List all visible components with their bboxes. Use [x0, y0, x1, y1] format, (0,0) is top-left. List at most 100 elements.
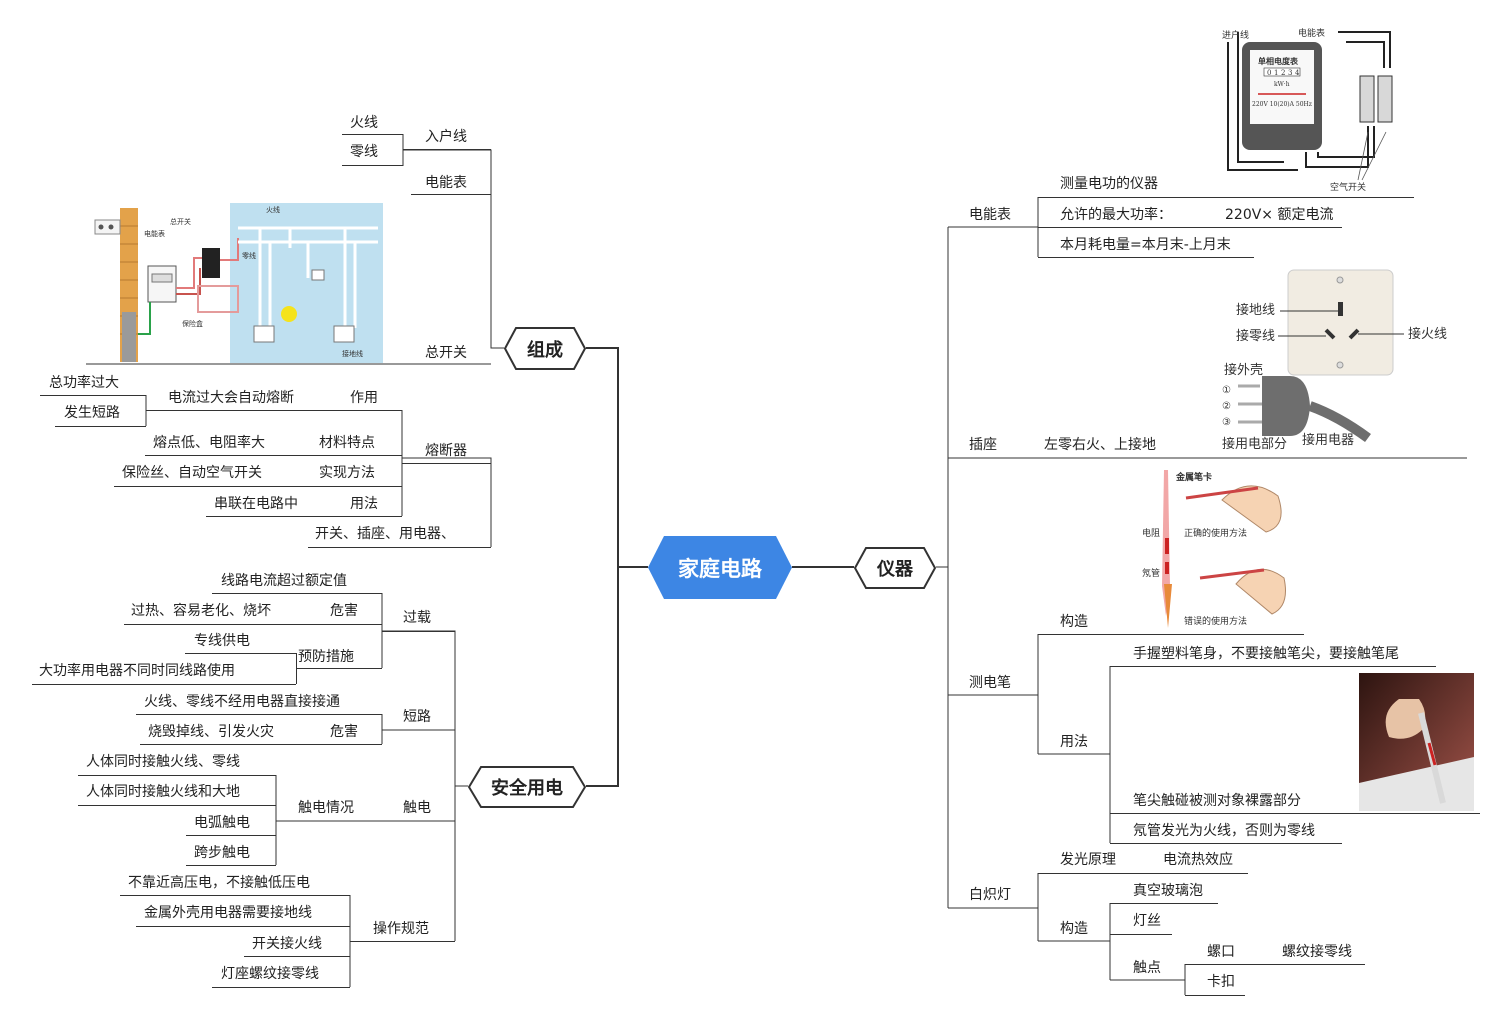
node-bcd-kakou[interactable]: 卡扣 — [1207, 974, 1235, 990]
meter-label-diannengbiao: 电能表 — [1298, 27, 1325, 39]
node-yufang[interactable]: 预防措施 — [298, 649, 354, 665]
node-cedianbi-u1[interactable]: 手握塑料笔身，不要接触笔尖，要接触笔尾 — [1133, 646, 1399, 662]
socket-num: ① — [1222, 385, 1231, 396]
node-cedianbi[interactable]: 测电笔 — [969, 675, 1011, 691]
node-qk4[interactable]: 跨步触电 — [194, 845, 250, 861]
node-lingxian[interactable]: 零线 — [350, 144, 378, 160]
central-node[interactable]: 家庭电路 — [648, 536, 792, 599]
node-fashengduanlu[interactable]: 发生短路 — [64, 405, 120, 421]
pen-image: 金属笔卡 电阻 氖管 正确的使用方法 错误的使用方法 — [1142, 470, 1286, 628]
socket-label-jielingxian: 接零线 — [1236, 328, 1275, 344]
meter-image: 进户线 电能表 单相电度表 0 1 2 3 4 kW·h 220V 10(20)… — [1222, 27, 1393, 193]
branch-node-shape — [468, 766, 586, 808]
meter-spec: 220V 10(20)A 50Hz — [1252, 101, 1312, 108]
branch-node-shape — [504, 327, 586, 370]
node-qk1[interactable]: 人体同时接触火线、零线 — [86, 754, 240, 770]
node-qk3[interactable]: 电弧触电 — [194, 815, 250, 831]
underline — [342, 134, 403, 135]
underline — [1110, 843, 1342, 844]
node-qk2[interactable]: 人体同时接触火线和大地 — [86, 784, 240, 800]
node-guifan[interactable]: 操作规范 — [373, 921, 429, 937]
node-weihai1-val[interactable]: 过热、容易老化、烧坏 — [131, 603, 271, 619]
node-cedianbi-u3[interactable]: 氖管发光为火线，否则为零线 — [1133, 823, 1315, 839]
underline — [1110, 666, 1436, 667]
pen-photo-image — [1359, 673, 1474, 811]
wiring-diagram-image: 火线 零线 总开关 电能表 保险盒 接地线 — [94, 203, 383, 363]
node-weihai1[interactable]: 危害 — [330, 603, 358, 619]
node-diannengbiao[interactable]: 电能表 — [425, 175, 467, 191]
node-cailiao[interactable]: 材料特点 — [319, 435, 375, 451]
node-bcd-g2[interactable]: 灯丝 — [1133, 913, 1161, 929]
branch-node-zucheng[interactable]: 组成 — [504, 327, 586, 370]
node-yufang-1[interactable]: 专线供电 — [194, 633, 250, 649]
wiring-label-lingxian: 零线 — [242, 251, 256, 260]
node-baichideng[interactable]: 白炽灯 — [969, 887, 1011, 903]
pen-label-dianzu: 电阻 — [1142, 527, 1160, 539]
branch-node-yiqi[interactable]: 仪器 — [854, 547, 936, 589]
node-huoxian[interactable]: 火线 — [350, 115, 378, 131]
node-zuoyong-val[interactable]: 电流过大会自动熔断 — [168, 390, 294, 406]
node-zonggonglv[interactable]: 总功率过大 — [49, 375, 119, 391]
socket-label-jiedixian: 接地线 — [1236, 302, 1275, 318]
meter-digit: 1 — [1274, 69, 1278, 77]
underline — [212, 987, 350, 988]
node-rongduanqi[interactable]: 熔断器 — [425, 443, 467, 459]
meter-digit: 0 — [1267, 69, 1271, 77]
node-chazuo-val[interactable]: 左零右火、上接地 — [1044, 437, 1156, 453]
node-bcd-g1[interactable]: 真空玻璃泡 — [1133, 883, 1203, 899]
node-ruhuxian[interactable]: 入户线 — [425, 129, 467, 145]
node-weihai2-val[interactable]: 烧毁掉线、引发火灾 — [148, 724, 274, 740]
node-bcd-gouzao[interactable]: 构造 — [1060, 921, 1088, 937]
node-dnb-i2a[interactable]: 允许的最大功率： — [1060, 207, 1172, 223]
node-cailiao-val[interactable]: 熔点低、电阻率大 — [153, 435, 265, 451]
node-cedianbi-u2[interactable]: 笔尖触碰被测对象裸露部分 — [1133, 793, 1301, 809]
node-guozai[interactable]: 过载 — [403, 610, 431, 626]
node-weihai2[interactable]: 危害 — [330, 724, 358, 740]
node-bcd-g3[interactable]: 触点 — [1133, 960, 1161, 976]
underline — [244, 956, 350, 957]
node-yongfa[interactable]: 用法 — [350, 496, 378, 512]
underline — [55, 426, 146, 427]
underline — [136, 714, 382, 715]
wiring-label-baoxianhe: 保险盒 — [182, 319, 203, 328]
node-dnb-i3[interactable]: 本月耗电量=本月末-上月末 — [1060, 237, 1231, 253]
node-chudian[interactable]: 触电 — [403, 800, 431, 816]
underline — [114, 486, 402, 487]
node-gf3[interactable]: 开关接火线 — [252, 936, 322, 952]
node-yufang-2[interactable]: 大功率用电器不同时同线路使用 — [39, 663, 235, 679]
node-qingkuang[interactable]: 触电情况 — [298, 800, 354, 816]
node-gf4[interactable]: 灯座螺纹接零线 — [221, 966, 319, 982]
node-gf1[interactable]: 不靠近高压电，不接触低压电 — [128, 875, 310, 891]
node-shixian[interactable]: 实现方法 — [319, 465, 375, 481]
node-zuoyong[interactable]: 作用 — [350, 390, 378, 406]
underline — [185, 653, 296, 654]
node-duanlu-cause[interactable]: 火线、零线不经用电器直接接通 — [144, 694, 340, 710]
node-cedianbi-gouzao[interactable]: 构造 — [1060, 614, 1088, 630]
node-bcd-luokou[interactable]: 螺口 — [1207, 944, 1235, 960]
node-shixian-val[interactable]: 保险丝、自动空气开关 — [122, 465, 262, 481]
node-chazuo[interactable]: 插座 — [969, 437, 997, 453]
node-dnb[interactable]: 电能表 — [969, 207, 1011, 223]
node-bcd-yuanli-val[interactable]: 电流热效应 — [1163, 852, 1233, 868]
node-bcd-yuanli[interactable]: 发光原理 — [1060, 852, 1116, 868]
node-dnb-i2b[interactable]: 220V× 额定电流 — [1225, 207, 1334, 223]
node-guozai-cause[interactable]: 线路电流超过额定值 — [221, 573, 347, 589]
underline — [78, 775, 276, 776]
node-bcd-luokou-val[interactable]: 螺纹接零线 — [1282, 944, 1352, 960]
branch-node-anquan[interactable]: 安全用电 — [468, 766, 586, 808]
underline — [124, 624, 382, 625]
node-gf2[interactable]: 金属外壳用电器需要接地线 — [144, 905, 312, 921]
node-dnb-i1[interactable]: 测量电功的仪器 — [1060, 176, 1158, 192]
node-yongfa-val[interactable]: 串联在电路中 — [214, 496, 298, 512]
underline — [350, 941, 455, 942]
meter-label-breaker: 空气开关 — [1330, 181, 1366, 193]
meter-label-jinhuxian: 进户线 — [1222, 29, 1249, 41]
socket-label-jiehuoxian: 接火线 — [1408, 326, 1447, 342]
node-tail[interactable]: 开关、插座、用电器、 — [315, 526, 455, 542]
node-cedianbi-yongfa[interactable]: 用法 — [1060, 734, 1088, 750]
underline — [212, 593, 382, 594]
node-duanlu[interactable]: 短路 — [403, 709, 431, 725]
node-zongkaiguan[interactable]: 总开关 — [425, 345, 467, 361]
